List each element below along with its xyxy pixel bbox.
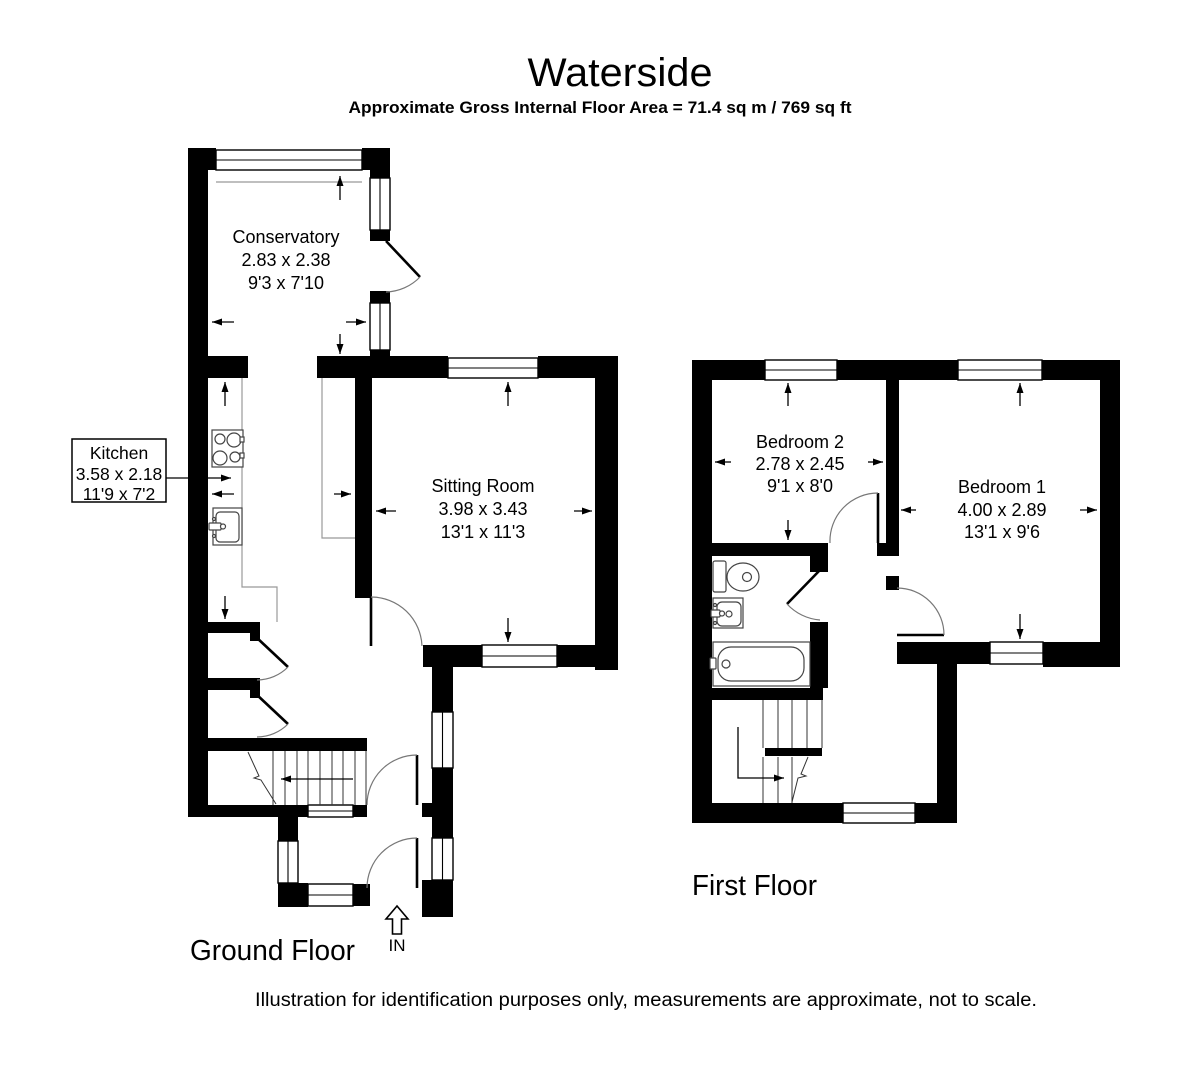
window-porch-left [277,840,299,884]
first-floor-windows [764,359,1044,824]
window-conservatory-right-upper [369,177,391,231]
window-conservatory-right-lower [369,302,391,351]
window-bedroom1-top [957,359,1043,381]
bedroom-2-label: Bedroom 2 2.78 x 2.45 9'1 x 8'0 [755,432,844,496]
bedroom-1-label: Bedroom 1 4.00 x 2.89 13'1 x 9'6 [957,477,1046,542]
window-hall-bottom [307,804,354,818]
first-floor-doors [786,492,945,637]
window-conservatory-top [215,149,363,183]
kitchen-name: Kitchen [90,443,148,463]
door-bedroom-1 [896,587,945,637]
first-floor-dimension-arrows [715,383,1097,639]
window-hall-right [431,711,454,769]
sitting-room-label: Sitting Room 3.98 x 3.43 13'1 x 11'3 [431,476,534,542]
conservatory-imperial-dims: 9'3 x 7'10 [248,273,324,293]
window-landing-bottom [842,802,916,824]
window-bedroom1-bottom [989,641,1044,665]
toilet-icon [712,560,760,593]
door-hall-to-porch [366,754,419,806]
door-bedroom-2 [829,492,880,544]
door-cupboard-1 [255,636,289,681]
window-porch-right [431,837,454,881]
sitting-room-name: Sitting Room [431,476,534,496]
door-bathroom [786,569,821,621]
first-floor-plan: Bedroom 2 2.78 x 2.45 9'1 x 8'0 Bedroom … [692,359,1120,902]
window-bedroom2-top [764,359,838,381]
bedroom-1-metric-dims: 4.00 x 2.89 [957,500,1046,520]
ground-floor-label: Ground Floor [190,935,355,967]
first-floor-stairs [737,700,823,803]
sitting-room-imperial-dims: 13'1 x 11'3 [441,522,526,542]
disclaimer-text: Illustration for identification purposes… [255,990,1037,1011]
entrance-in-label: IN [389,936,406,955]
kitchen-label-box: Kitchen 3.58 x 2.18 11'9 x 7'2 [71,438,231,504]
ground-floor-doors [255,240,423,889]
bath-icon [709,641,811,687]
bedroom-1-name: Bedroom 1 [958,477,1046,497]
kitchen-counter [241,378,355,622]
bedroom-2-metric-dims: 2.78 x 2.45 [755,454,844,474]
bedroom-2-imperial-dims: 9'1 x 8'0 [767,476,833,496]
floor-area-subtitle: Approximate Gross Internal Floor Area = … [349,98,852,117]
window-sitting-room-bottom [481,644,558,668]
sitting-room-metric-dims: 3.98 x 3.43 [438,499,527,519]
page-title: Waterside [528,51,713,95]
conservatory-name: Conservatory [232,227,339,247]
door-cupboard-2 [255,693,289,738]
front-door [366,837,419,889]
entrance-in-arrow-icon [384,904,410,935]
first-floor-walls [692,360,1120,823]
kitchen-metric-dims: 3.58 x 2.18 [76,464,163,484]
door-sitting-room [369,596,423,647]
ground-floor-stairs [247,751,367,805]
window-porch-bottom [307,883,354,907]
ground-floor-plan: Kitchen 3.58 x 2.18 11'9 x 7'2 Conservat… [71,148,618,967]
window-sitting-room-top [447,357,539,379]
bedroom-2-name: Bedroom 2 [756,432,844,452]
hob-icon [211,429,245,468]
basin-icon [710,597,744,629]
door-conservatory [385,240,421,293]
ground-floor-dimension-arrows [212,176,592,642]
ground-floor-walls [188,148,618,917]
ground-floor-windows [215,149,558,907]
conservatory-label: Conservatory 2.83 x 2.38 9'3 x 7'10 [232,227,339,293]
bedroom-1-imperial-dims: 13'1 x 9'6 [964,522,1040,542]
conservatory-metric-dims: 2.83 x 2.38 [241,250,330,270]
kitchen-imperial-dims: 11'9 x 7'2 [83,484,156,504]
kitchen-sink-icon [208,507,243,546]
first-floor-label: First Floor [692,870,817,902]
